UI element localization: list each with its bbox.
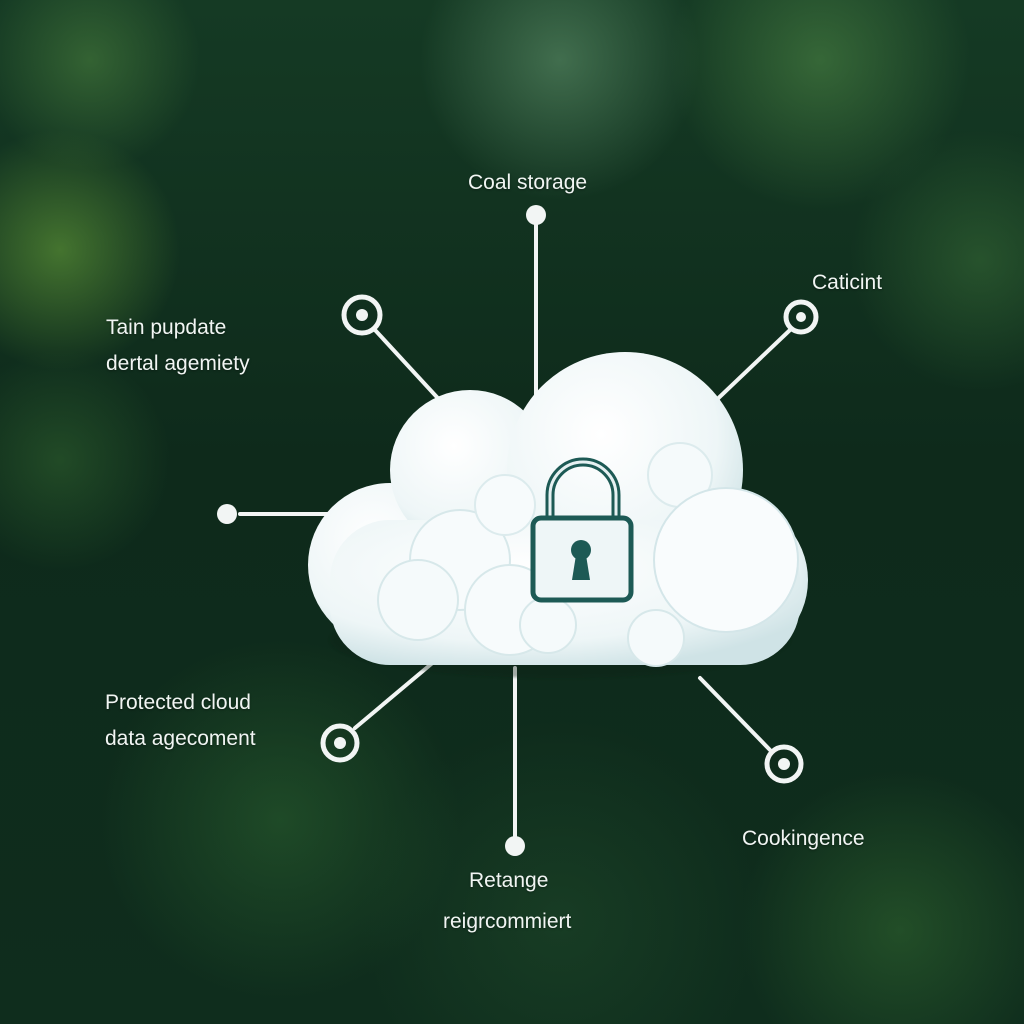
circle-node-icon [505, 836, 525, 856]
label-top: Coal storage [468, 171, 588, 194]
circle-node-icon [217, 504, 237, 524]
label-bottom: Retange reigrcommiert [443, 860, 571, 942]
padlock-icon [530, 457, 634, 603]
circle-node-icon [764, 744, 804, 784]
label-top-left-line-2: dertal agemiety [106, 352, 250, 375]
circle-node-icon [320, 723, 360, 763]
label-bottom-line-2: reigrcommiert [443, 910, 572, 933]
label-bottom-right: Cookingence [742, 827, 865, 850]
connector-top-right [706, 328, 792, 410]
label-top-left: Tain pupdate dertal agemiety [106, 310, 250, 382]
connector-bottom-left [353, 658, 438, 730]
cloud-icon [308, 352, 808, 678]
label-bottom-left-line-1: Protected cloud [105, 691, 251, 714]
label-bottom-left: Protected cloud data agecoment [105, 685, 256, 757]
circle-node-icon [341, 294, 383, 336]
label-top-left-line-1: Tain pupdate [106, 316, 227, 339]
endpoint-nodes [217, 205, 819, 856]
label-bottom-left-line-2: data agecoment [105, 727, 256, 750]
connector-lines [238, 220, 792, 840]
label-top-right: Caticint [812, 271, 883, 294]
circle-node-icon [783, 299, 819, 335]
connector-bottom-right [698, 676, 772, 752]
circle-node-icon [526, 205, 546, 225]
label-bottom-line-1: Retange [469, 869, 549, 892]
